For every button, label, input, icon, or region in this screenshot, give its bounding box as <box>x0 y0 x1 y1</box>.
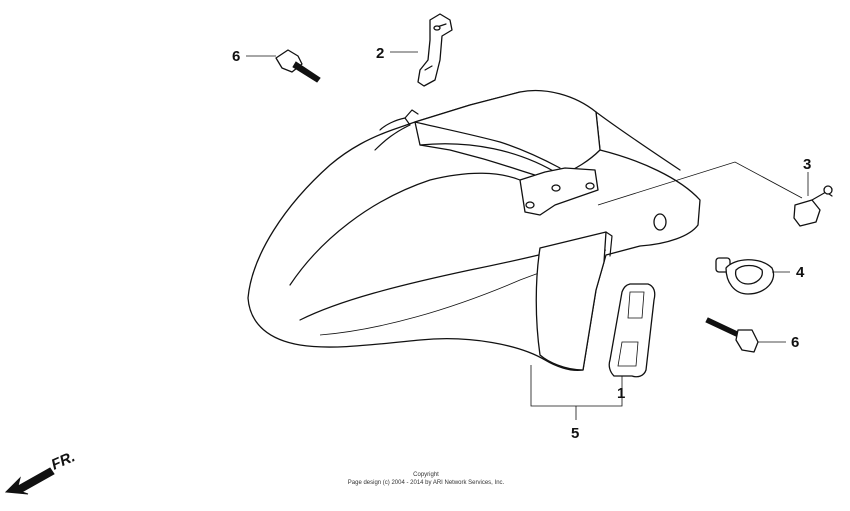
fender-stay-bracket <box>417 13 453 87</box>
reflector-part-1 <box>608 283 656 378</box>
callout-5: 5 <box>571 425 579 442</box>
leader-line-5 <box>530 365 623 420</box>
front-arrow-icon <box>4 467 55 495</box>
copyright-line-2: Page design (c) 2004 - 2014 by ARI Netwo… <box>348 480 505 486</box>
clip-part-3 <box>793 185 833 227</box>
bolt-6-upper <box>275 49 321 83</box>
bolt-6-lower <box>705 317 759 353</box>
callout-3: 3 <box>803 156 811 173</box>
front-direction-label: FR. <box>49 448 78 473</box>
callout-4: 4 <box>796 264 805 281</box>
callout-6-lower: 6 <box>791 334 799 351</box>
callout-2: 2 <box>376 45 384 62</box>
leader-line-3 <box>597 161 803 206</box>
callout-6-upper: 6 <box>232 48 240 65</box>
copyright-line-1: Copyright <box>413 472 439 478</box>
front-fender <box>247 89 701 372</box>
callout-1: 1 <box>617 385 625 402</box>
grommet-part-4 <box>715 257 775 295</box>
front-direction-indicator: FR. <box>4 448 78 495</box>
